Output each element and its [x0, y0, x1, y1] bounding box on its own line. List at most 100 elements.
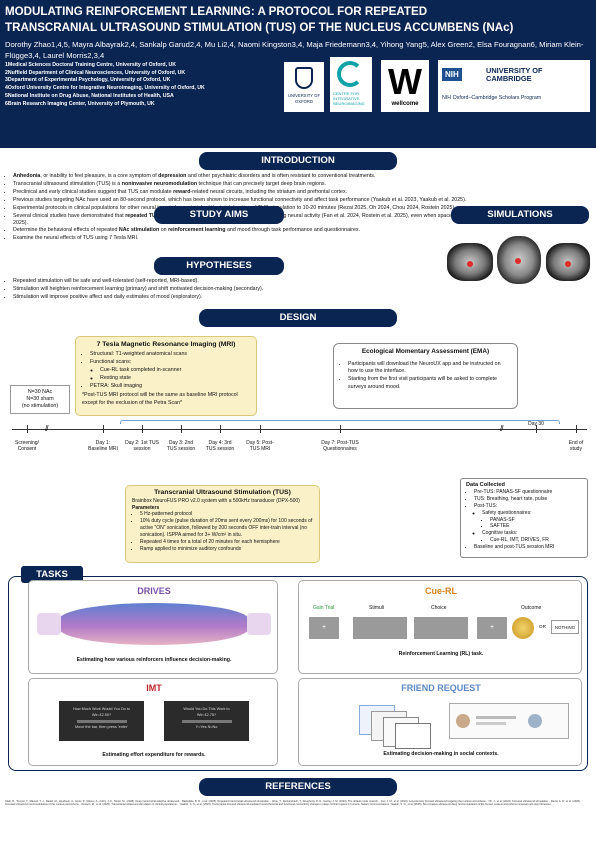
author-list: Dorothy Zhao1,4,5, Mayra Albayrak2,4, Sa…: [5, 40, 584, 60]
study-aims-list: Determine the behavioral effects of repe…: [5, 227, 435, 243]
timeline-label-day30: Day 30: [528, 421, 544, 427]
simulations-heading: SIMULATIONS: [451, 206, 589, 224]
list-item: Stimulation will heighten reinforcement …: [13, 286, 435, 293]
affiliation-item: 6Brain Research Imaging Center, Universi…: [5, 100, 155, 107]
references-text: Attali, D., Tiennot, T., Manuel, T. J., …: [5, 800, 581, 807]
affiliation-item: 3Department of Experimental Psychology, …: [5, 77, 171, 84]
hypotheses-heading: HYPOTHESES: [154, 257, 284, 275]
ema-box: Ecological Momentary Assessment (EMA) Pa…: [333, 343, 518, 409]
affiliation-item: 5National Institute on Drug Abuse, Natio…: [5, 92, 174, 99]
friend-request-card: [395, 723, 431, 749]
timeline-tick: [27, 425, 28, 433]
oxford-seal-icon: [295, 67, 313, 89]
list-item: Stimulation will improve positive affect…: [13, 294, 435, 301]
tus-box: Transcranial Ultrasound Stimulation (TUS…: [125, 485, 320, 563]
cue-rl-caption: Reinforcement Learning (RL) task.: [398, 651, 484, 657]
affiliation-item: 2Nuffield Department of Clinical Neurosc…: [5, 69, 186, 76]
timeline-label: Day 5: Post-TUS MRI: [246, 440, 274, 453]
imt-screen-1: How Much Work Would You Do to Win £2.50?…: [59, 701, 144, 741]
drives-option-image: [37, 613, 61, 635]
timeline-tick: [576, 425, 577, 433]
timeline-axis: [12, 429, 587, 430]
timeline-tick: [142, 425, 143, 433]
imt-screen-2: Would You Do This Work to Win £2.75? Y=Y…: [164, 701, 249, 741]
avatar: [456, 714, 470, 728]
list-item: Repeated stimulation will be safe and we…: [13, 278, 435, 285]
affiliation-list: 1Medical Sciences Doctoral Training Cent…: [5, 62, 205, 108]
poster-header: MODULATING REINFORCEMENT LEARNING: A PRO…: [0, 0, 596, 148]
list-item: Transcranial ultrasound stimulation (TUS…: [13, 181, 591, 188]
timeline-label: Day 3: 2nd TUS session: [166, 440, 196, 453]
drives-caption: Estimating how various reinforcers influ…: [76, 657, 232, 663]
simulation-sagittal-image: [497, 236, 541, 284]
ema-title: Ecological Momentary Assessment (EMA): [361, 348, 490, 355]
timeline-tick: [103, 425, 104, 433]
tasks-heading: TASKS: [21, 566, 83, 583]
affiliation-item: 4Oxford University Centre for Integrativ…: [5, 85, 205, 92]
affiliation-item: 1Medical Sciences Doctoral Training Cent…: [5, 62, 176, 68]
group-sizes: N=30 NAc N=30 sham (no stimulation): [10, 385, 70, 414]
mri-title: 7 Tesla Magnetic Resonance Imaging (MRI): [96, 341, 236, 348]
cue-rl-choice-screen: [414, 617, 468, 639]
references-heading: REFERENCES: [199, 778, 397, 796]
cue-rl-fixation-screen: +: [309, 617, 339, 639]
drives-scene-image: [59, 603, 249, 645]
list-item: Preclinical and early clinical studies s…: [13, 189, 591, 196]
cue-rl-task-box: Cue-RL Gain Trial Stimuli Choice Outcome…: [298, 580, 582, 674]
poster-title-line2: TRANSCRANIAL ULTRASOUND STIMULATION (TUS…: [5, 21, 514, 34]
wellcome-w-icon: W: [388, 61, 422, 102]
avatar: [528, 714, 542, 728]
timeline-break-icon: //: [45, 424, 49, 433]
cue-rl-nothing-label: NOTHING: [551, 620, 579, 634]
timeline-tick: [220, 425, 221, 433]
cue-rl-column-label: Stimuli: [369, 605, 385, 611]
timeline-label: End of study: [568, 440, 584, 453]
imt-effort-bar: [181, 720, 232, 723]
design-heading: DESIGN: [199, 309, 397, 327]
poster-title-line1: MODULATING REINFORCEMENT LEARNING: A PRO…: [5, 5, 428, 18]
cue-rl-column-label: Gain Trial: [313, 605, 335, 611]
timeline-tick: [260, 425, 261, 433]
imt-effort-bar: [76, 720, 127, 723]
list-item: Previous studies targeting NAc have used…: [13, 197, 591, 204]
timeline-tick: [536, 425, 537, 433]
timeline-label: Day 4: 3rd TUS session: [205, 440, 235, 453]
simulation-axial-image: [447, 243, 493, 281]
data-collected-title: Data Collected: [466, 482, 505, 488]
oxford-logo: UNIVERSITY OF OXFORD: [284, 62, 324, 112]
nih-cambridge-logo: NIH UNIVERSITY OF CAMBRIDGE NIH Oxford–C…: [438, 60, 590, 112]
timeline-label: Day 7: Post-TUS Questionnaires: [321, 440, 359, 453]
cue-rl-stimuli-screen: [353, 617, 407, 639]
cue-rl-fixation-screen: +: [477, 617, 507, 639]
ema-span-bracket: [120, 420, 560, 424]
timeline-tick: [181, 425, 182, 433]
list-item: Examine the neural effects of TUS using …: [13, 235, 435, 242]
drives-title: DRIVES: [137, 586, 171, 596]
simulation-coronal-image: [546, 243, 590, 281]
timeline-label: Screening/ Consent: [15, 440, 39, 453]
cin-logo: CENTRE FOR INTEGRATIVE NEUROIMAGING: [330, 57, 372, 112]
timeline-tick: [340, 425, 341, 433]
list-item: Anhedonia, or inability to feel pleasure…: [13, 173, 591, 180]
imt-task-box: IMT How Much Work Would You Do to Win £2…: [28, 678, 278, 766]
mri-note: *Post-TUS MRI protocol will be the same …: [82, 392, 238, 406]
cue-rl-column-label: Choice: [431, 605, 447, 611]
cue-rl-column-label: Outcome: [521, 605, 542, 611]
friend-request-caption: Estimating decision-making in social con…: [383, 751, 499, 757]
cin-ring-icon: [337, 61, 363, 87]
friend-request-profile-panel: [449, 703, 569, 739]
introduction-heading: INTRODUCTION: [199, 152, 397, 170]
list-item: Determine the behavioral effects of repe…: [13, 227, 435, 234]
mri-box: 7 Tesla Magnetic Resonance Imaging (MRI)…: [75, 336, 257, 416]
hypotheses-list: Repeated stimulation will be safe and we…: [5, 278, 435, 302]
coin-icon: [512, 617, 534, 639]
imt-caption: Estimating effort expenditure for reward…: [102, 752, 206, 758]
drives-task-box: DRIVES Estimating how various reinforcer…: [28, 580, 278, 674]
timeline-label: Day 2: 1st TUS session: [125, 440, 159, 453]
friend-request-task-box: FRIEND REQUEST Estimating decision-makin…: [298, 678, 582, 766]
timeline-break-icon: //: [500, 424, 504, 433]
data-collected-box: Data Collected Pre-TUS: PANAS-SF questio…: [460, 478, 588, 558]
list-item: Several clinical studies have demonstrat…: [13, 213, 591, 228]
timeline-label: Day 1: Baseline MRI: [88, 440, 118, 453]
friend-request-title: FRIEND REQUEST: [401, 683, 481, 693]
